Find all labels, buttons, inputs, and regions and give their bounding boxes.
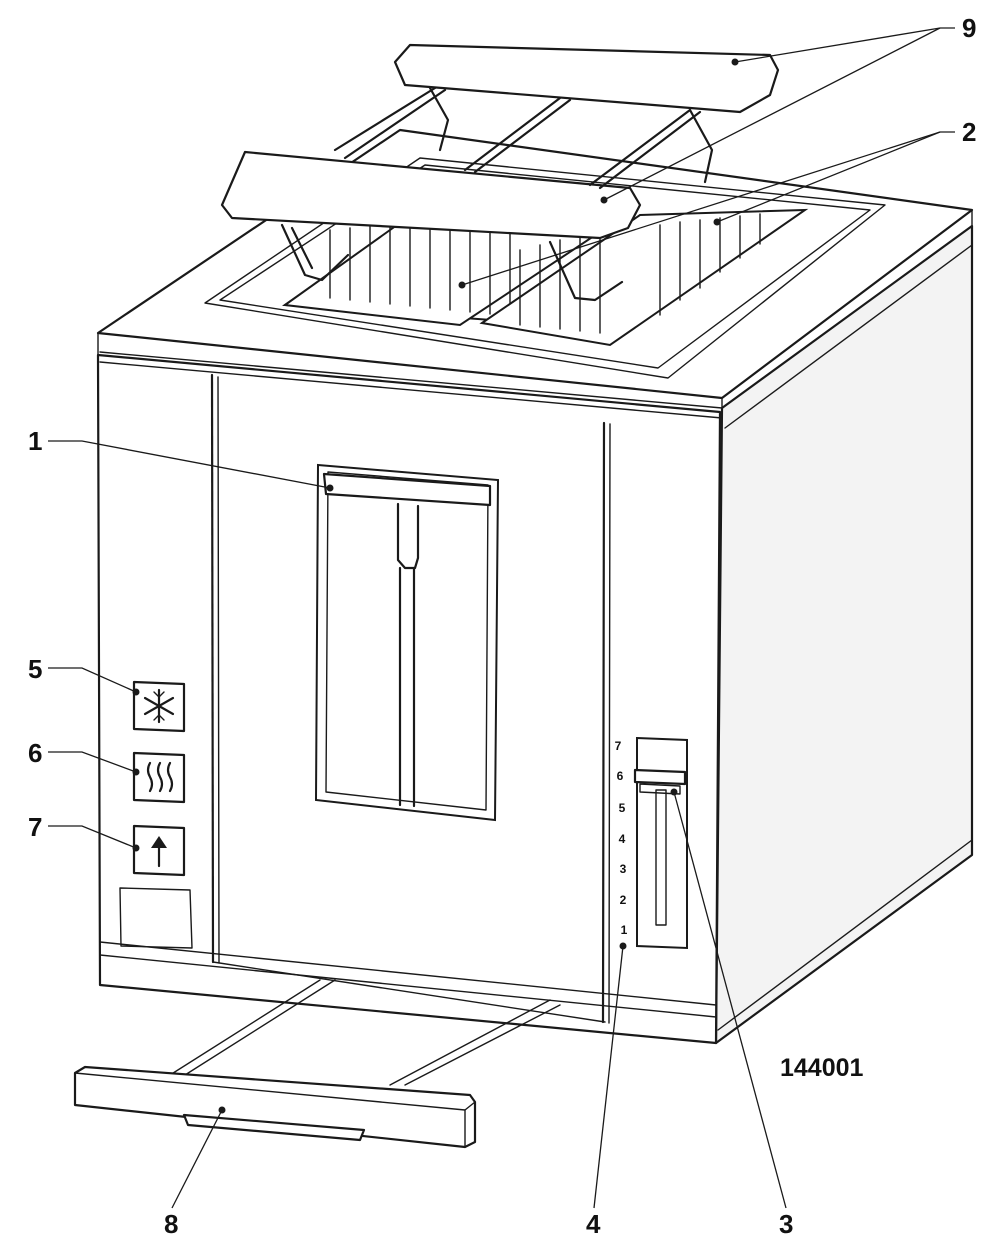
- browning-scale-mark: 3: [620, 862, 627, 876]
- snowflake-icon: [143, 688, 175, 724]
- browning-scale-mark: 5: [619, 801, 626, 815]
- callout-3: 3: [779, 1209, 793, 1239]
- callout-9: 9: [962, 13, 976, 43]
- callout-4: 4: [586, 1209, 601, 1239]
- control-panel-blank-area: [119, 887, 193, 949]
- bun-warmer-rack: [220, 43, 780, 302]
- defrost-button[interactable]: [132, 680, 186, 733]
- browning-scale-mark: 7: [615, 739, 622, 753]
- up-arrow-icon: [151, 836, 167, 868]
- callout-labels: 1 2 3 4 5 6 7 8 9: [28, 13, 976, 1239]
- browning-scale-mark: 4: [619, 832, 626, 846]
- cancel-button[interactable]: [132, 824, 186, 877]
- reheat-button[interactable]: [132, 751, 186, 804]
- callout-6: 6: [28, 738, 42, 768]
- lift-lever-track: [314, 463, 500, 822]
- browning-scale: 7 6 5 4 3 2 1: [615, 739, 628, 937]
- browning-control-slider[interactable]: [633, 736, 688, 950]
- browning-scale-mark: 1: [621, 923, 628, 937]
- callout-2: 2: [962, 117, 976, 147]
- browning-scale-mark: 6: [617, 769, 624, 783]
- heat-waves-icon: [146, 761, 174, 793]
- leader-lines: [48, 27, 955, 1209]
- callout-5: 5: [28, 654, 42, 684]
- crumb-tray[interactable]: [73, 979, 561, 1149]
- callout-8: 8: [164, 1209, 178, 1239]
- callout-7: 7: [28, 812, 42, 842]
- bread-slot-right: [479, 208, 809, 347]
- figure-id-code: 144001: [780, 1054, 864, 1082]
- browning-scale-mark: 2: [620, 893, 627, 907]
- callout-1: 1: [28, 426, 42, 456]
